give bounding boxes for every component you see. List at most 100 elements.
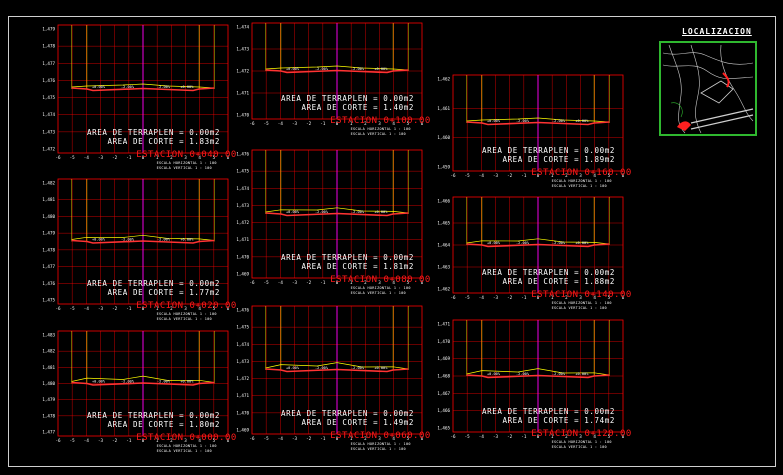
x-tick-label: -4 (84, 306, 90, 311)
fill-area-label: AREA DE TERRAPLEN = 0.00m2 (281, 94, 414, 103)
x-tick-label: 0 (142, 438, 145, 443)
x-tick-label: 5 (407, 121, 410, 126)
y-tick-label: 1,468 (437, 374, 450, 379)
slope-label: +0.00% (180, 85, 194, 89)
design-section-line (466, 243, 610, 248)
y-tick-label: 1,462 (437, 287, 450, 292)
scale-horizontal: ESCALA HORIZONTAL 1 : 100 (350, 127, 411, 131)
y-tick-label: 1,466 (437, 408, 450, 413)
x-tick-label: 3 (184, 155, 187, 160)
y-tick-label: 1,465 (437, 426, 450, 431)
x-tick-label: 2 (565, 295, 568, 300)
slope-label: -2.00% (315, 67, 329, 71)
x-tick-label: -6 (249, 280, 255, 285)
station-title: ESTACION 0+040.00 (136, 150, 237, 160)
x-tick-label: 0 (336, 121, 339, 126)
cut-area-label: AREA DE CORTE = 1.88m2 (502, 277, 615, 286)
design-section-line (71, 87, 215, 92)
x-tick-label: 4 (198, 155, 201, 160)
x-tick-label: -3 (98, 306, 104, 311)
slope-label: -2.00% (157, 238, 171, 242)
x-tick-label: 2 (364, 280, 367, 285)
x-tick-label: 2 (364, 121, 367, 126)
y-tick-label: 1,473 (236, 203, 249, 208)
y-tick-label: 1,470 (236, 254, 249, 259)
slope-label: -2.00% (351, 366, 365, 370)
section-svg: 1,4791,4781,4771,4761,4751,4741,4731,472… (42, 24, 230, 160)
x-tick-label: 3 (378, 121, 381, 126)
scale-vertical: ESCALA VERTICAL 1 : 100 (350, 447, 406, 451)
terrain-line (466, 238, 610, 245)
x-tick-label: 3 (579, 173, 582, 178)
x-tick-label: 5 (213, 155, 216, 160)
y-tick-label: 1,466 (437, 199, 450, 204)
y-tick-label: 1,476 (42, 78, 55, 83)
x-tick-label: -6 (55, 306, 61, 311)
x-tick-label: 2 (170, 155, 173, 160)
x-tick-label: 6 (227, 306, 230, 311)
x-tick-label: 0 (336, 436, 339, 441)
slope-label: +0.00% (180, 238, 194, 242)
x-tick-label: -3 (493, 173, 499, 178)
y-tick-label: 1,469 (236, 272, 249, 277)
x-tick-label: 3 (378, 280, 381, 285)
x-tick-label: 2 (565, 173, 568, 178)
y-tick-label: 1,471 (236, 91, 249, 96)
x-tick-label: -2 (507, 295, 513, 300)
terrain-line (265, 362, 409, 370)
x-tick-label: 2 (565, 434, 568, 439)
x-tick-label: -4 (84, 438, 90, 443)
x-tick-label: 5 (213, 438, 216, 443)
slope-label: -2.00% (121, 238, 135, 242)
x-tick-label: -1 (320, 436, 326, 441)
cut-area-label: AREA DE CORTE = 1.83m2 (107, 137, 220, 146)
y-tick-label: 1,467 (437, 391, 450, 396)
y-tick-label: 1,480 (42, 381, 55, 386)
section-svg: 1,4761,4751,4741,4731,4721,4711,4701,469… (236, 149, 424, 285)
slope-label: +0.00% (487, 241, 501, 245)
scale-horizontal: ESCALA HORIZONTAL 1 : 100 (551, 301, 612, 305)
x-tick-label: 1 (551, 434, 554, 439)
x-tick-label: -2 (112, 155, 118, 160)
cut-area-label: AREA DE CORTE = 1.80m2 (107, 420, 220, 429)
station-title: ESTACION 0+000.00 (136, 433, 237, 443)
x-tick-label: 3 (184, 306, 187, 311)
x-tick-label: -5 (465, 173, 471, 178)
station-title: ESTACION 0+140.00 (531, 290, 632, 300)
drawing-frame (8, 16, 776, 467)
fill-area-label: AREA DE TERRAPLEN = 0.00m2 (482, 268, 615, 277)
x-tick-label: -3 (493, 434, 499, 439)
y-tick-label: 1,478 (42, 413, 55, 418)
x-tick-label: -6 (55, 155, 61, 160)
x-tick-label: 0 (537, 434, 540, 439)
y-tick-label: 1,475 (42, 95, 55, 100)
x-tick-label: 0 (537, 295, 540, 300)
x-tick-label: -1 (521, 434, 527, 439)
y-tick-label: 1,465 (437, 221, 450, 226)
y-tick-label: 1,459 (437, 165, 450, 170)
scale-vertical: ESCALA VERTICAL 1 : 100 (350, 132, 406, 136)
x-tick-label: 4 (198, 438, 201, 443)
location-map[interactable] (659, 41, 757, 136)
slope-label: -2.00% (351, 67, 365, 71)
x-tick-label: 1 (156, 438, 159, 443)
terrain-line (71, 83, 215, 89)
x-tick-label: 4 (593, 295, 596, 300)
slope-label: +0.00% (92, 238, 106, 242)
slope-label: -2.00% (157, 380, 171, 384)
scale-vertical: ESCALA VERTICAL 1 : 100 (156, 317, 212, 321)
x-tick-label: 5 (608, 173, 611, 178)
slope-label: -2.00% (552, 372, 566, 376)
y-tick-label: 1,460 (437, 135, 450, 140)
x-tick-label: 1 (350, 280, 353, 285)
x-tick-label: -5 (465, 295, 471, 300)
scale-vertical: ESCALA VERTICAL 1 : 100 (350, 291, 406, 295)
y-tick-label: 1,476 (236, 308, 249, 313)
y-tick-label: 1,478 (42, 247, 55, 252)
slope-label: +0.00% (92, 85, 106, 89)
